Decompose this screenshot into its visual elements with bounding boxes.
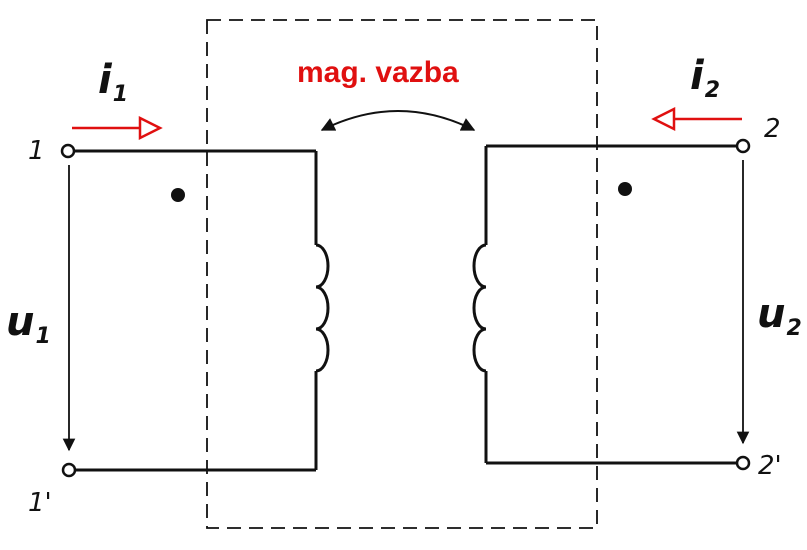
i1-label: i1 bbox=[98, 57, 128, 106]
coupling-label: mag. vazba bbox=[297, 56, 459, 89]
u2-label: u2 bbox=[757, 291, 802, 340]
i2-subscript: 2 bbox=[704, 78, 721, 103]
terminal-2-label: 2 bbox=[764, 114, 781, 144]
u2-subscript: 2 bbox=[786, 316, 802, 341]
coupling-arc bbox=[320, 110, 476, 131]
secondary-polarity-dot bbox=[618, 182, 632, 196]
terminal-1-prime-label: 1' bbox=[28, 488, 52, 518]
terminal-2-prime bbox=[735, 455, 751, 471]
i2-current-arrow bbox=[651, 106, 742, 132]
terminal-1-prime bbox=[61, 462, 77, 478]
secondary-coil bbox=[472, 243, 487, 373]
u1-main: u bbox=[6, 299, 35, 345]
primary-coil bbox=[315, 243, 330, 373]
terminal-1-label: 1 bbox=[28, 136, 45, 166]
u1-subscript: 1 bbox=[35, 324, 51, 349]
i1-current-arrow bbox=[72, 115, 163, 141]
i1-main: i bbox=[98, 57, 112, 103]
i2-main: i bbox=[690, 53, 704, 99]
i2-label: i2 bbox=[690, 53, 720, 102]
i1-subscript: 1 bbox=[112, 82, 129, 107]
terminal-1 bbox=[60, 143, 76, 159]
secondary-circuit bbox=[472, 144, 736, 465]
primary-polarity-dot bbox=[171, 188, 185, 202]
u2-main: u bbox=[757, 291, 786, 337]
primary-circuit bbox=[75, 149, 330, 472]
terminal-2 bbox=[735, 138, 751, 154]
terminal-2-prime-label: 2' bbox=[758, 451, 782, 481]
core-boundary bbox=[206, 19, 598, 529]
u1-label: u1 bbox=[6, 299, 51, 348]
